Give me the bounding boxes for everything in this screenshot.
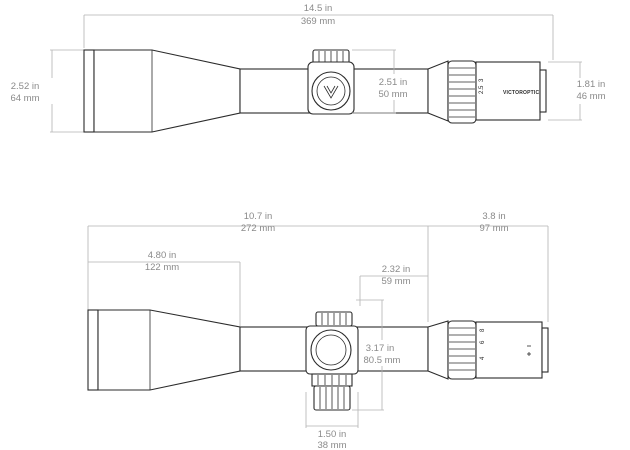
turret-to-eyepiece-mm: 59 mm bbox=[381, 276, 410, 287]
overall-length-mm: 369 mm bbox=[301, 16, 335, 27]
turret-height-side-mm: 80.5 mm bbox=[364, 355, 401, 366]
objective-to-tube-dimension: 4.80 in 122 mm bbox=[88, 250, 241, 326]
side-view: 10.7 in 272 mm 3.8 in 97 mm 4.80 in 122 … bbox=[87, 211, 549, 450]
turret-height-dimension-top: 2.51 in 50 mm bbox=[352, 49, 408, 114]
eyepiece-diameter-in: 1.81 in bbox=[577, 79, 606, 90]
turret-to-eyepiece-in: 2.32 in bbox=[382, 264, 411, 275]
top-view: 14.5 in 369 mm 2.52 in 64 mm bbox=[10, 3, 606, 133]
diopter-plus-minus-icon bbox=[527, 345, 531, 356]
turret-height-top-mm: 50 mm bbox=[378, 89, 407, 100]
saddle-length-in: 1.50 in bbox=[318, 429, 347, 440]
saddle-length-mm: 38 mm bbox=[317, 440, 346, 450]
overall-length-in: 14.5 in bbox=[304, 3, 333, 14]
eyepiece-top: 2.5 3 VICTOROPTICS bbox=[447, 60, 547, 124]
eyepiece-length-in: 3.8 in bbox=[482, 211, 505, 222]
zoom-mark: 6 bbox=[480, 340, 486, 344]
eyepiece-diameter-dimension: 1.81 in 46 mm bbox=[548, 61, 606, 121]
front-length-dimension: 10.7 in 272 mm bbox=[87, 211, 429, 322]
eyepiece-side: 4 6 8 bbox=[447, 320, 549, 380]
overall-length-dimension: 14.5 in 369 mm bbox=[83, 3, 554, 60]
turret-height-dimension-side: 3.17 in 80.5 mm bbox=[352, 299, 401, 411]
brand-label: VICTOROPTICS bbox=[503, 90, 543, 96]
front-length-mm: 272 mm bbox=[241, 223, 275, 234]
zoom-mark: 2.5 bbox=[479, 85, 485, 94]
turret-top bbox=[307, 49, 355, 115]
turret-height-side-in: 3.17 in bbox=[366, 343, 395, 354]
front-length-in: 10.7 in bbox=[244, 211, 273, 222]
victoroptics-logo-icon bbox=[323, 85, 339, 99]
zoom-mark: 8 bbox=[480, 328, 486, 332]
turret-to-eyepiece-dimension: 2.32 in 59 mm bbox=[359, 264, 428, 306]
eyepiece-diameter-mm: 46 mm bbox=[576, 91, 605, 102]
turret-height-top-in: 2.51 in bbox=[379, 77, 408, 88]
objective-diameter-mm: 64 mm bbox=[10, 93, 39, 104]
objective-diameter-dimension: 2.52 in 64 mm bbox=[10, 49, 84, 133]
objective-to-tube-mm: 122 mm bbox=[145, 262, 179, 273]
eyepiece-length-dimension: 3.8 in 97 mm bbox=[428, 211, 549, 322]
turret-side bbox=[305, 311, 359, 411]
saddle-length-dimension: 1.50 in 38 mm bbox=[305, 392, 359, 450]
objective-diameter-in: 2.52 in bbox=[11, 81, 40, 92]
objective-to-tube-in: 4.80 in bbox=[148, 250, 177, 261]
zoom-mark: 3 bbox=[479, 78, 485, 82]
eyepiece-length-mm: 97 mm bbox=[479, 223, 508, 234]
zoom-mark: 4 bbox=[480, 356, 486, 360]
